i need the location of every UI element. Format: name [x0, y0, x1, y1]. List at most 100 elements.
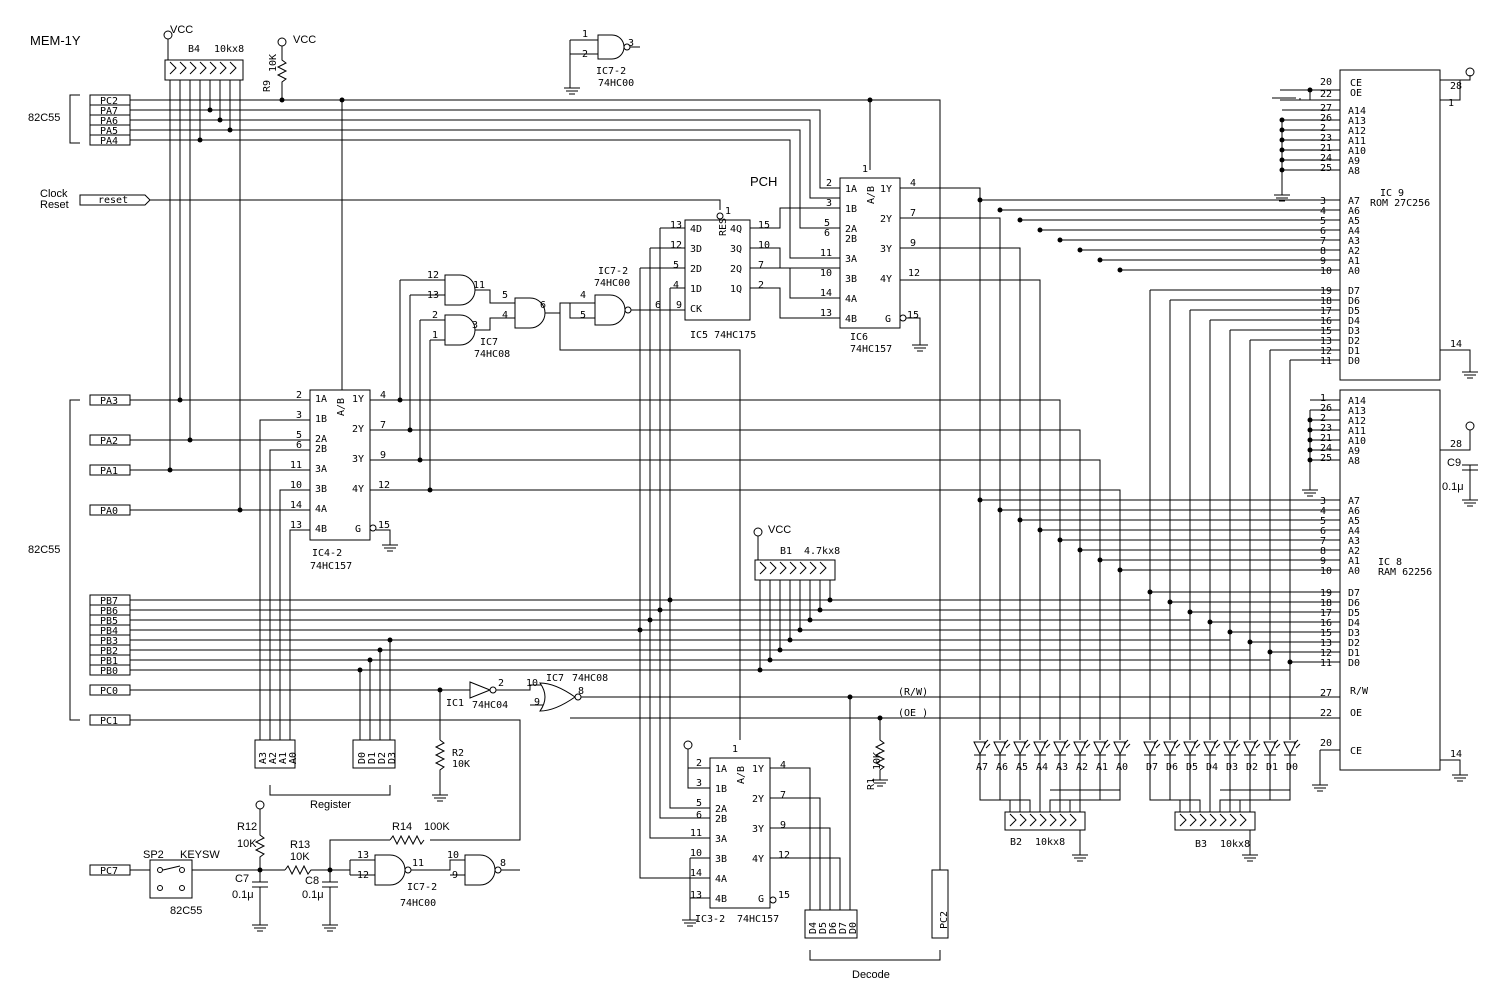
- svg-text:A3: A3: [258, 752, 269, 764]
- svg-text:13: 13: [690, 890, 702, 901]
- vcc-b1-label: VCC: [768, 524, 791, 536]
- svg-text:12: 12: [1320, 648, 1332, 659]
- svg-text:A/B: A/B: [736, 766, 747, 784]
- svg-text:26: 26: [1320, 403, 1332, 414]
- svg-text:4: 4: [380, 390, 386, 401]
- svg-text:D3: D3: [387, 752, 398, 764]
- svg-text:2A: 2A: [845, 224, 857, 235]
- c9-ref: C9: [1447, 457, 1461, 469]
- svg-text:25: 25: [1320, 453, 1332, 464]
- svg-text:24: 24: [1320, 153, 1332, 164]
- svg-text:8: 8: [578, 686, 584, 697]
- svg-text:3Y: 3Y: [752, 824, 764, 835]
- ram-pin-d5: D5: [1348, 608, 1360, 619]
- svg-text:4D: 4D: [690, 224, 702, 235]
- ic5-ref: IC5 74HC175: [690, 330, 756, 341]
- c9-value: 0.1μ: [1442, 481, 1464, 493]
- ram-pin-a7: A7: [1348, 496, 1360, 507]
- svg-text:D6: D6: [828, 922, 839, 934]
- svg-text:10: 10: [1320, 566, 1332, 577]
- ram-ic8: IC 8 RAM 62256 R/W OE CE 28 C9 0.1μ 14: [1339, 389, 1478, 782]
- r1-value: 10K: [872, 752, 883, 770]
- r14-ref: R14: [392, 821, 412, 833]
- svg-text:A2: A2: [268, 752, 279, 764]
- svg-text:3A: 3A: [715, 834, 727, 845]
- svg-text:13: 13: [1320, 638, 1332, 649]
- reset-net-tag: reset_: [98, 195, 135, 206]
- svg-text:2Y: 2Y: [752, 794, 764, 805]
- svg-text:13: 13: [820, 308, 832, 319]
- svg-text:D0: D0: [848, 922, 859, 934]
- svg-text:4Y: 4Y: [752, 854, 764, 865]
- svg-text:D2: D2: [377, 752, 388, 764]
- rom-pin-a4: A4: [1348, 226, 1360, 237]
- tag-pb2: PB2: [100, 646, 118, 657]
- r1-ref: R1: [866, 778, 877, 790]
- svg-text:1A: 1A: [315, 394, 327, 405]
- rom-pin-d5: D5: [1348, 306, 1360, 317]
- svg-text:2A: 2A: [315, 434, 327, 445]
- svg-text:4B: 4B: [315, 524, 327, 535]
- rom-pin-d4: D4: [1348, 316, 1360, 327]
- ic6-ref: IC6: [850, 332, 868, 343]
- svg-text:1B: 1B: [715, 784, 727, 795]
- svg-text:2A: 2A: [715, 804, 727, 815]
- led-d3: D3: [1219, 739, 1241, 812]
- rom-pin-a12: A12: [1348, 126, 1366, 137]
- svg-text:1A: 1A: [845, 184, 857, 195]
- led-a1: A1: [1069, 739, 1111, 812]
- svg-text:A/B: A/B: [336, 398, 347, 416]
- svg-text:G: G: [355, 524, 361, 535]
- reset-label: Reset: [40, 199, 69, 211]
- b1-ref: B1: [780, 546, 792, 557]
- tag-pa3: PA3: [100, 396, 118, 407]
- svg-text:4B: 4B: [845, 314, 857, 325]
- rom-pin-d7: D7: [1348, 286, 1360, 297]
- svg-text:1Q: 1Q: [730, 284, 742, 295]
- svg-text:4: 4: [673, 280, 679, 291]
- svg-text:A7: A7: [976, 762, 988, 773]
- svg-text:G: G: [758, 894, 764, 905]
- schematic-title: MEM-1Y: [30, 33, 81, 48]
- svg-text:14: 14: [1450, 749, 1462, 760]
- svg-text:4: 4: [910, 178, 916, 189]
- svg-text:28: 28: [1450, 439, 1462, 450]
- ram-pin-a9: A9: [1348, 446, 1360, 457]
- r13-value: 10K: [290, 851, 310, 863]
- tag-pc2: PC2: [100, 96, 118, 107]
- ic4-ref: IC4-2: [312, 548, 342, 559]
- svg-text:3D: 3D: [690, 244, 702, 255]
- svg-text:8: 8: [1320, 246, 1326, 257]
- svg-text:8: 8: [1320, 546, 1326, 557]
- svg-text:7: 7: [758, 260, 764, 271]
- decode-connector: D4 D5 D6 D7 D0 PC2 Decode: [804, 869, 950, 981]
- b2-ref: B2: [1010, 837, 1022, 848]
- led-d2: D2: [1229, 739, 1261, 812]
- rom-pin-d2: D2: [1348, 336, 1360, 347]
- svg-text:7: 7: [1320, 536, 1326, 547]
- keysw-label: KEYSW: [180, 849, 220, 861]
- ram-pin-a10: A10: [1348, 436, 1366, 447]
- svg-text:16: 16: [1320, 316, 1332, 327]
- svg-text:9: 9: [380, 450, 386, 461]
- decode-label: Decode: [852, 969, 890, 981]
- svg-text:A0: A0: [1116, 762, 1128, 773]
- svg-text:1: 1: [1320, 393, 1326, 404]
- svg-text:15: 15: [378, 520, 390, 531]
- rom-pin-a7: A7: [1348, 196, 1360, 207]
- led-a4: A4: [1033, 739, 1051, 812]
- svg-text:3: 3: [826, 198, 832, 209]
- c7-ref: C7: [235, 873, 249, 885]
- ic7-2-top-type: 74HC00: [598, 78, 634, 89]
- svg-text:2D: 2D: [690, 264, 702, 275]
- svg-text:1: 1: [862, 164, 868, 175]
- resistor-network-b2-b3: B2 10kx8 B3 10kx8: [1004, 811, 1258, 862]
- svg-text:D6: D6: [1166, 762, 1178, 773]
- svg-text:4A: 4A: [845, 294, 857, 305]
- rom-pin-a5: A5: [1348, 216, 1360, 227]
- ram-pin-d7: D7: [1348, 588, 1360, 599]
- svg-text:12: 12: [427, 270, 439, 281]
- svg-text:2: 2: [1320, 123, 1326, 134]
